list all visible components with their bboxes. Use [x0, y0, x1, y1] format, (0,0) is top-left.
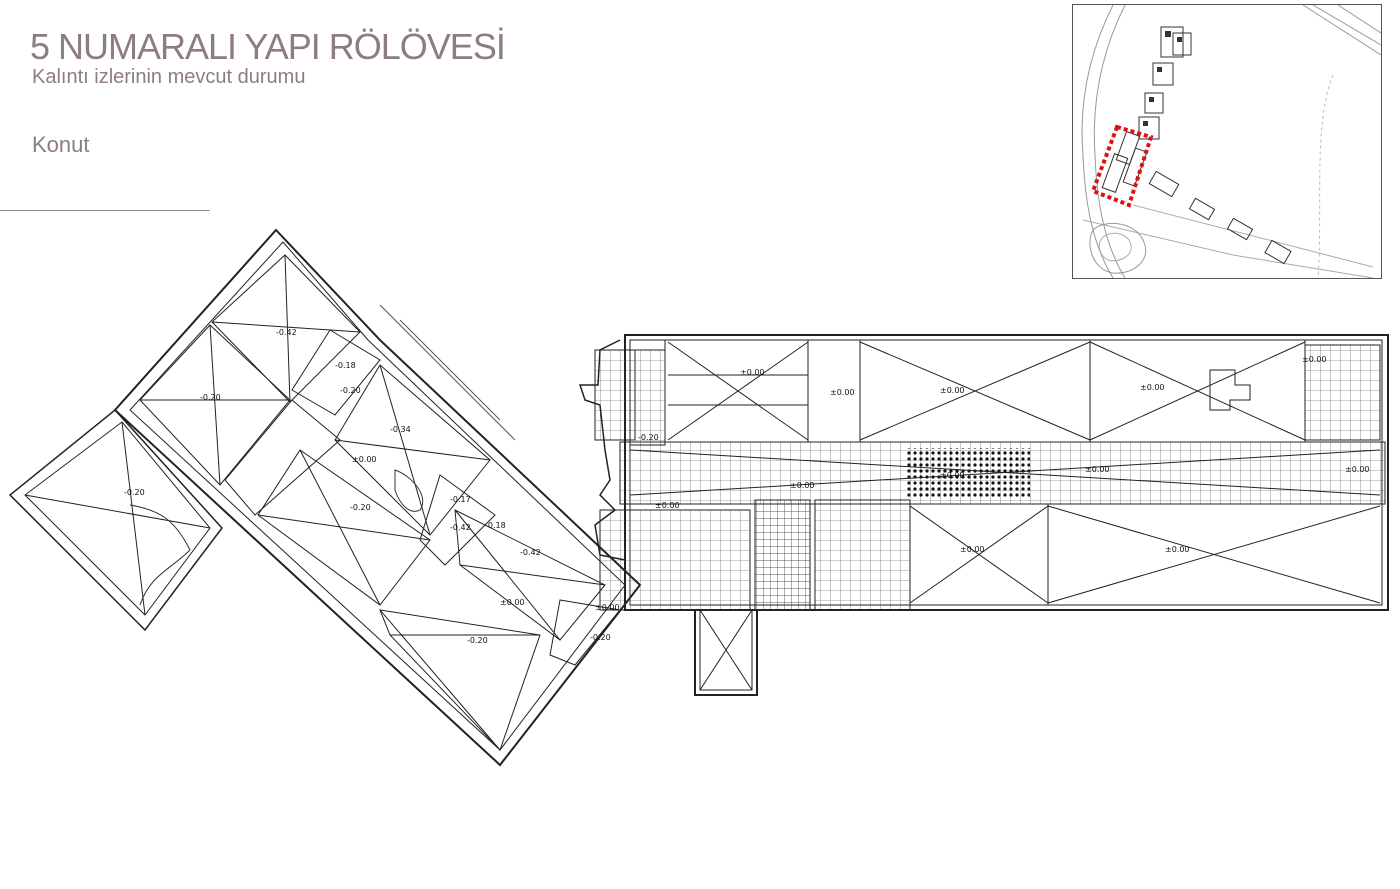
elevation-label: -0.20	[124, 488, 145, 497]
elevation-label: -0.42	[276, 328, 297, 337]
page-subtitle: Kalıntı izlerinin mevcut durumu	[32, 66, 306, 88]
elevation-label: -0.20	[350, 503, 371, 512]
highlighted-building-outline	[1090, 124, 1154, 208]
elevation-label: -0.34	[390, 425, 411, 434]
elevation-label: -0.18	[485, 521, 506, 530]
elevation-label: ±0.00	[1140, 383, 1165, 392]
elevation-label: -0.20	[340, 386, 361, 395]
elevation-label: -0.42	[520, 548, 541, 557]
elevation-label: -0.17	[450, 495, 471, 504]
elevation-label: -0.20	[200, 393, 221, 402]
building-survey-plan: -0.20 -0.42 -0.20 -0.18 -0.20 -0.34 ±0.0…	[0, 210, 1389, 767]
page-title: 5 NUMARALI YAPI RÖLÖVESİ	[30, 26, 506, 67]
elevation-label: -0.20	[467, 636, 488, 645]
elevation-label: ±0.00	[655, 501, 680, 510]
west-wing	[0, 210, 642, 767]
elevation-label: ±0.00	[940, 471, 965, 480]
building-category-label: Konut	[32, 132, 90, 157]
elevation-label: ±0.00	[960, 545, 985, 554]
elevation-label: ±0.00	[790, 481, 815, 490]
site-key-map	[1072, 4, 1382, 279]
site-key-map-drawing	[1081, 4, 1382, 279]
elevation-label: ±0.00	[500, 598, 525, 607]
elevation-label: ±0.00	[1302, 355, 1327, 364]
elevation-label: ±0.00	[1085, 465, 1110, 474]
elevation-markers: -0.20 -0.42 -0.20 -0.18 -0.20 -0.34 ±0.0…	[124, 328, 1370, 645]
elevation-label: ±0.00	[595, 603, 620, 612]
elevation-label: ±0.00	[352, 455, 377, 464]
elevation-label: -0.18	[335, 361, 356, 370]
elevation-label: ±0.00	[1165, 545, 1190, 554]
elevation-label: ±0.00	[830, 388, 855, 397]
elevation-label: -0.20	[638, 433, 659, 442]
east-block	[578, 334, 1389, 696]
elevation-label: -0.42	[450, 523, 471, 532]
elevation-label: -0.20	[590, 633, 611, 642]
elevation-label: ±0.00	[1345, 465, 1370, 474]
elevation-label: ±0.00	[940, 386, 965, 395]
elevation-label: ±0.00	[740, 368, 765, 377]
